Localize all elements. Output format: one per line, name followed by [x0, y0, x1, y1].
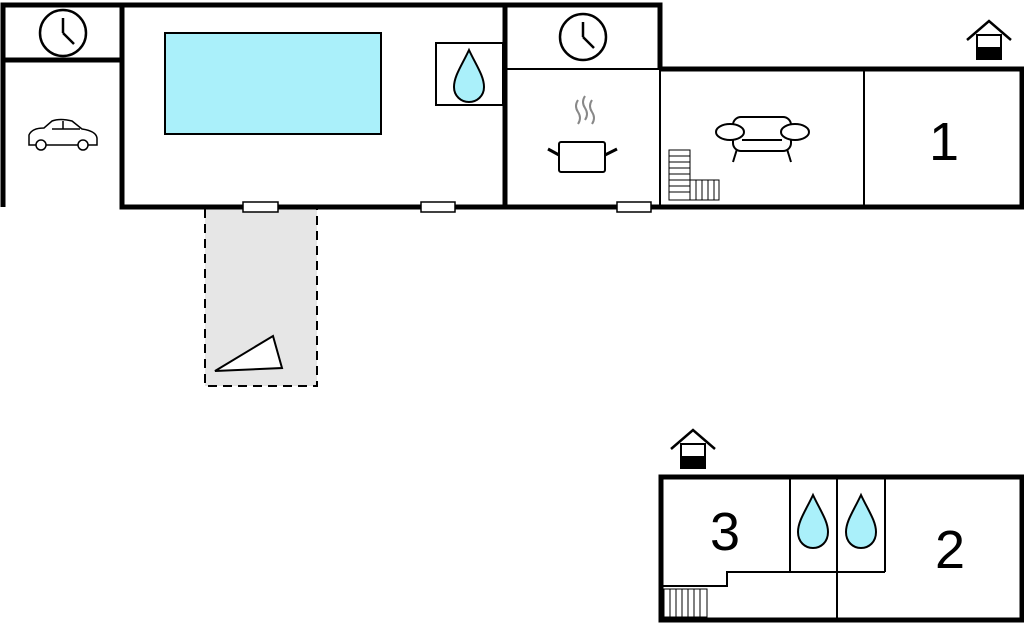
- room-label-3: 3: [710, 502, 740, 562]
- car-icon: [28, 118, 98, 151]
- sofa-icon: [715, 116, 810, 163]
- stairs-icon: [663, 588, 708, 618]
- clock-icon: [38, 8, 88, 58]
- house-entrance-icon: [966, 19, 1012, 60]
- house-entrance-icon: [670, 428, 716, 469]
- room-label-2: 2: [935, 520, 965, 580]
- upper-building: [0, 2, 1024, 210]
- terrace-icon: [214, 334, 284, 372]
- windows: [242, 201, 652, 213]
- stairs-icon: [668, 149, 720, 201]
- water-drop-icon: [844, 492, 878, 550]
- clock-icon: [558, 12, 608, 62]
- water-drop-icon: [796, 492, 830, 550]
- lower-building: [658, 474, 1024, 623]
- pool: [164, 32, 382, 135]
- cooking-pot-icon: [547, 95, 618, 173]
- terrace: [204, 207, 318, 387]
- water-drop-icon: [452, 47, 486, 104]
- room-label-1: 1: [929, 112, 959, 172]
